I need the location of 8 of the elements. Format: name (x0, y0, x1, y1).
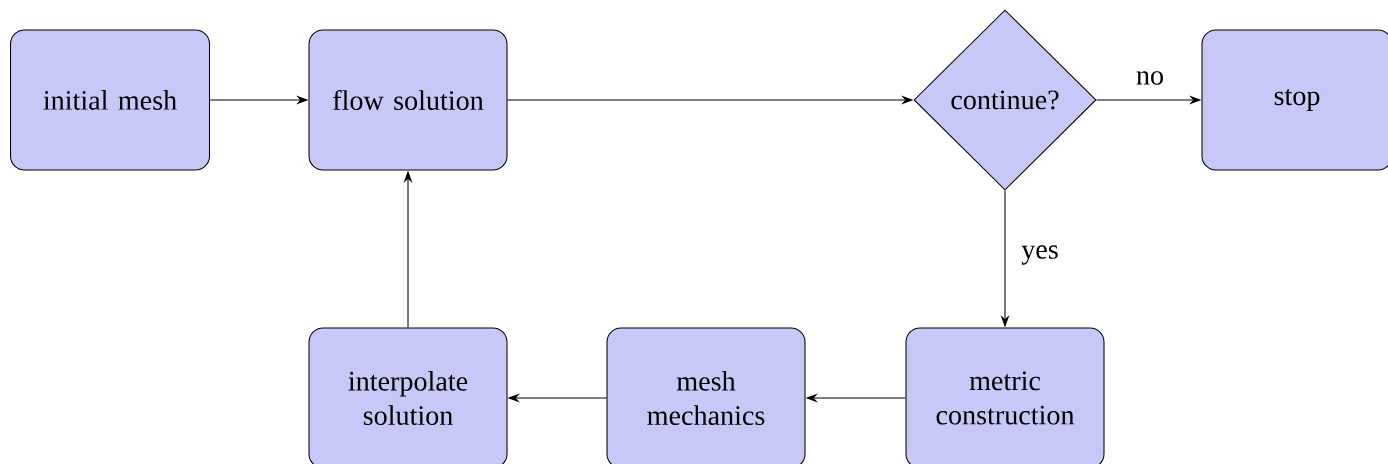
process-box: interpolate solution (308, 327, 508, 464)
process-box: initial mesh (10, 29, 211, 171)
process-box: flow solution (308, 29, 508, 171)
process-box: mesh mechanics (606, 327, 806, 464)
process-box: metric construction (905, 327, 1105, 464)
process-box: stop (1201, 29, 1388, 171)
edge-label: no (1134, 69, 1166, 87)
edge-label: yes (1019, 243, 1061, 267)
